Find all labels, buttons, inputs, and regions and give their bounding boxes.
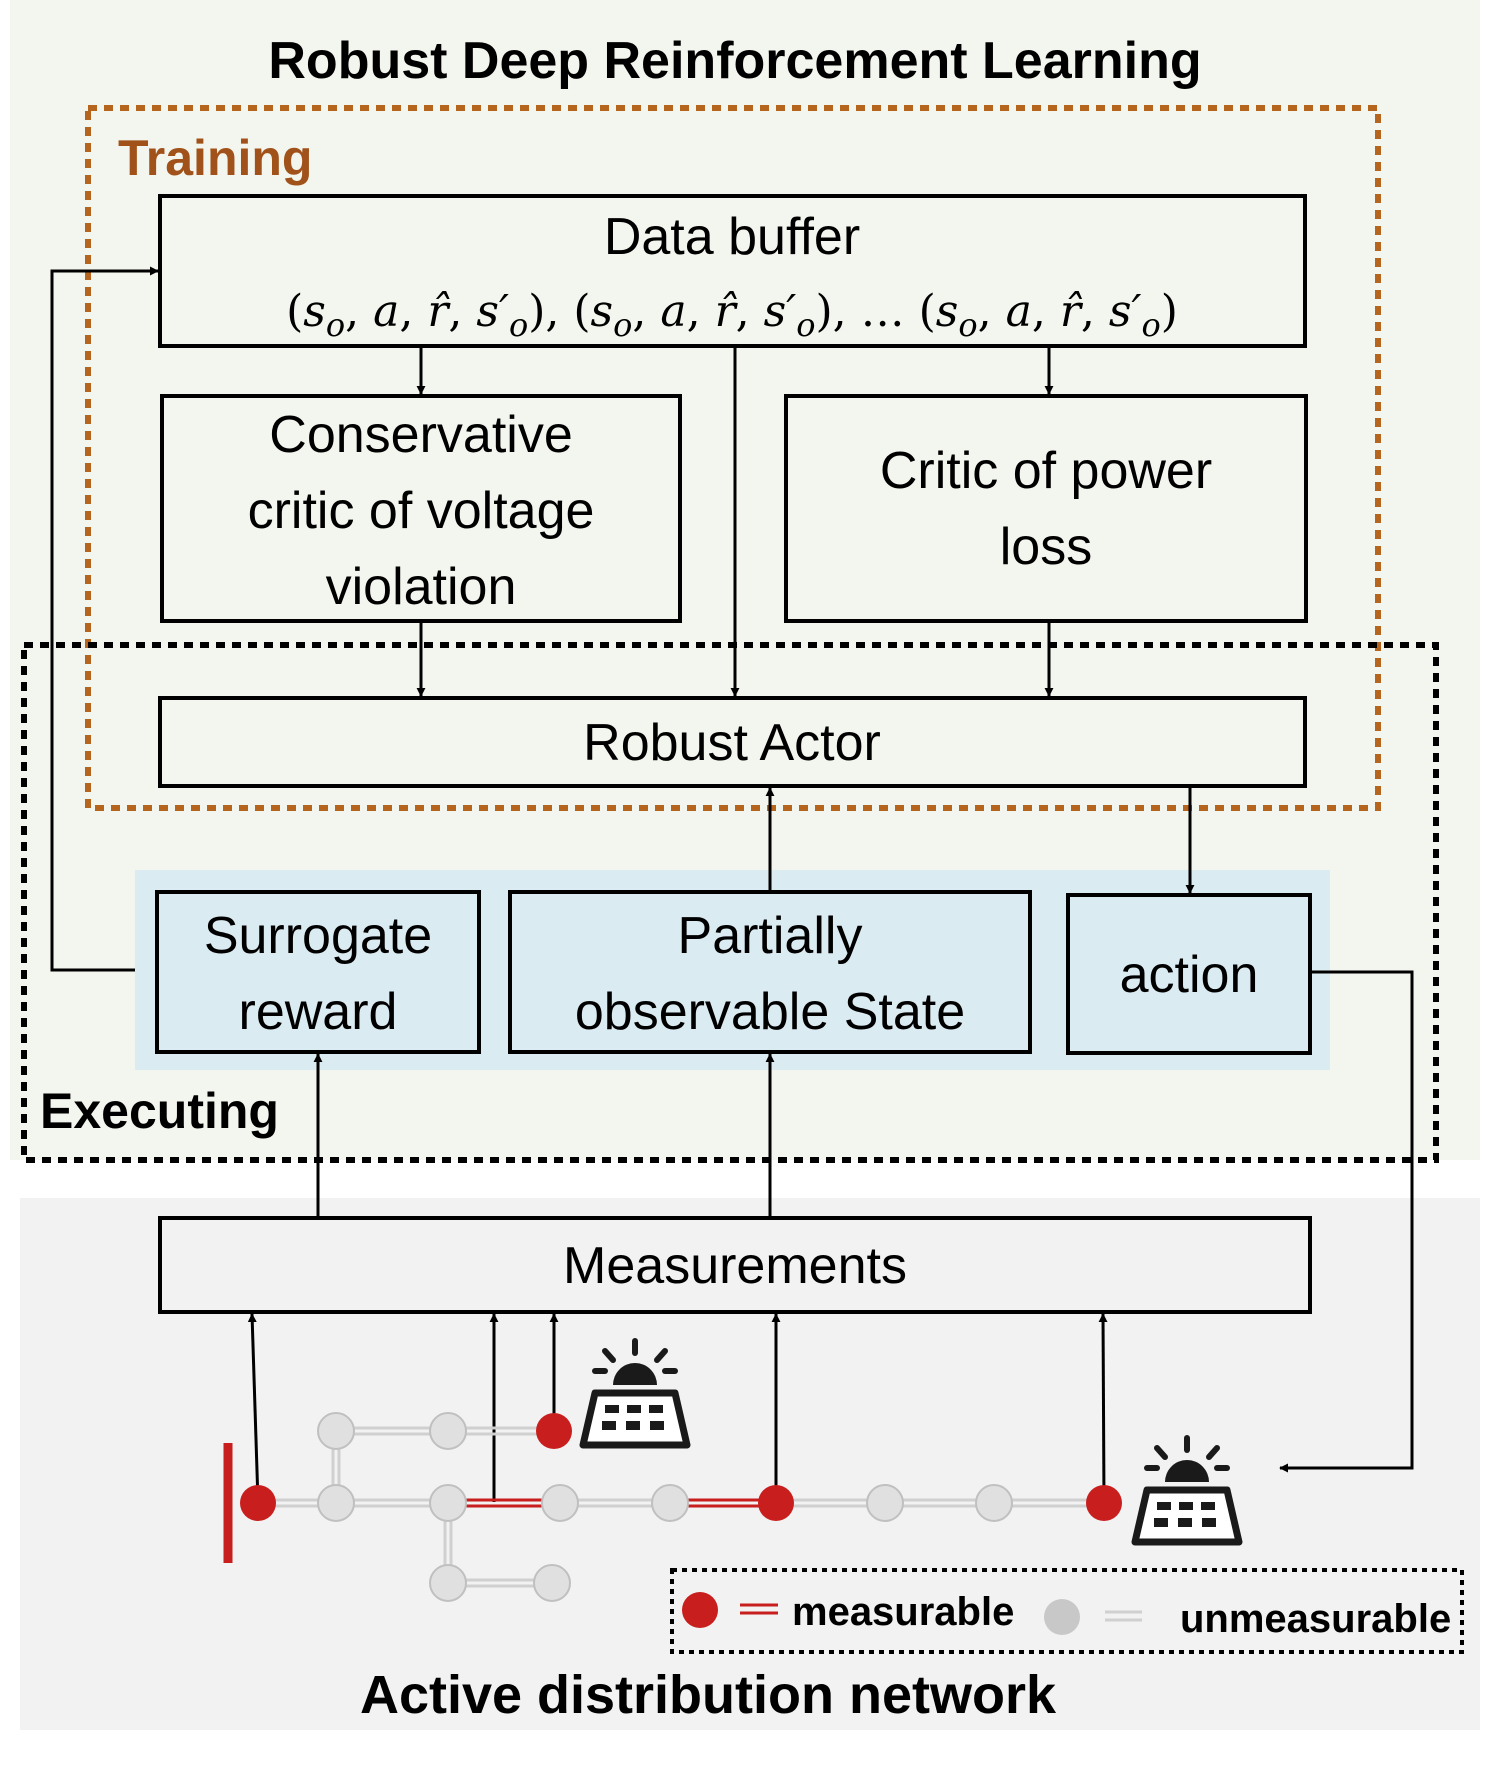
critic-loss-box bbox=[784, 394, 1308, 623]
critic-voltage-line2: critic of voltage bbox=[248, 482, 595, 540]
executing-label: Executing bbox=[40, 1083, 279, 1139]
unmeasurable-node bbox=[429, 1412, 467, 1450]
unmeasurable-node bbox=[866, 1484, 904, 1522]
surrogate-reward-line1: Surrogate bbox=[204, 907, 432, 965]
action-label: action bbox=[1120, 946, 1259, 1004]
measurements-box bbox=[158, 1216, 1312, 1314]
partial-state-box bbox=[508, 890, 1032, 1054]
training-region bbox=[85, 105, 1381, 811]
measurable-node bbox=[1086, 1485, 1122, 1521]
unmeasurable-node bbox=[429, 1484, 467, 1522]
measurable-node bbox=[240, 1485, 276, 1521]
legend-measurable-dot bbox=[682, 1592, 718, 1628]
unmeasurable-node bbox=[317, 1412, 355, 1450]
critic-loss-line1: Critic of power bbox=[880, 442, 1212, 500]
executing-region bbox=[21, 642, 1439, 1163]
surrogate-reward-line2: reward bbox=[239, 983, 398, 1041]
legend-unmeasurable-label: unmeasurable bbox=[1180, 1597, 1451, 1641]
training-label: Training bbox=[118, 130, 312, 186]
measurable-node bbox=[536, 1413, 572, 1449]
flow-arrows bbox=[50, 266, 1414, 1503]
legend-box bbox=[670, 1568, 1464, 1654]
critic-voltage-line3: violation bbox=[326, 558, 517, 616]
partial-state-line1: Partially bbox=[678, 907, 863, 965]
unmeasurable-node bbox=[429, 1564, 467, 1602]
unmeasurable-node bbox=[533, 1564, 571, 1602]
legend: measurable unmeasurable bbox=[670, 1568, 1464, 1654]
partial-state-line2: observable State bbox=[575, 983, 965, 1041]
surrogate-reward-box bbox=[155, 890, 481, 1054]
arrow-node1-to-measurements bbox=[247, 1313, 260, 1503]
robust-actor-label: Robust Actor bbox=[583, 714, 881, 772]
robust-actor-box bbox=[158, 696, 1307, 788]
measurable-node bbox=[758, 1485, 794, 1521]
critic-voltage-line1: Conservative bbox=[269, 406, 572, 464]
solar-panel-icon bbox=[1131, 1435, 1243, 1546]
legend-measurable-label: measurable bbox=[792, 1590, 1014, 1634]
data-buffer-tuples: (so, a, r̂, s′o), (so, a, r̂, s′o), … (s… bbox=[286, 286, 1178, 344]
diagram-title: Robust Deep Reinforcement Learning bbox=[268, 32, 1201, 90]
unmeasurable-node bbox=[651, 1484, 689, 1522]
arrow-node-d-to-measurements bbox=[1098, 1313, 1108, 1503]
data-buffer-box bbox=[158, 194, 1307, 348]
solar-panel-icon bbox=[579, 1338, 691, 1449]
action-box bbox=[1066, 893, 1312, 1055]
data-buffer-title: Data buffer bbox=[604, 208, 860, 266]
legend-unmeasurable-dot bbox=[1044, 1599, 1080, 1635]
critic-loss-line2: loss bbox=[1000, 518, 1092, 576]
network-nodes bbox=[240, 1412, 1122, 1602]
bottom-background bbox=[20, 1198, 1480, 1730]
unmeasurable-node bbox=[317, 1484, 355, 1522]
unmeasurable-node bbox=[541, 1484, 579, 1522]
measurements-label: Measurements bbox=[563, 1237, 907, 1295]
network-title: Active distribution network bbox=[360, 1665, 1057, 1725]
arrow-action-to-network bbox=[1279, 970, 1414, 1473]
arrow-reward-to-buffer bbox=[50, 266, 159, 972]
unmeasurable-node bbox=[975, 1484, 1013, 1522]
